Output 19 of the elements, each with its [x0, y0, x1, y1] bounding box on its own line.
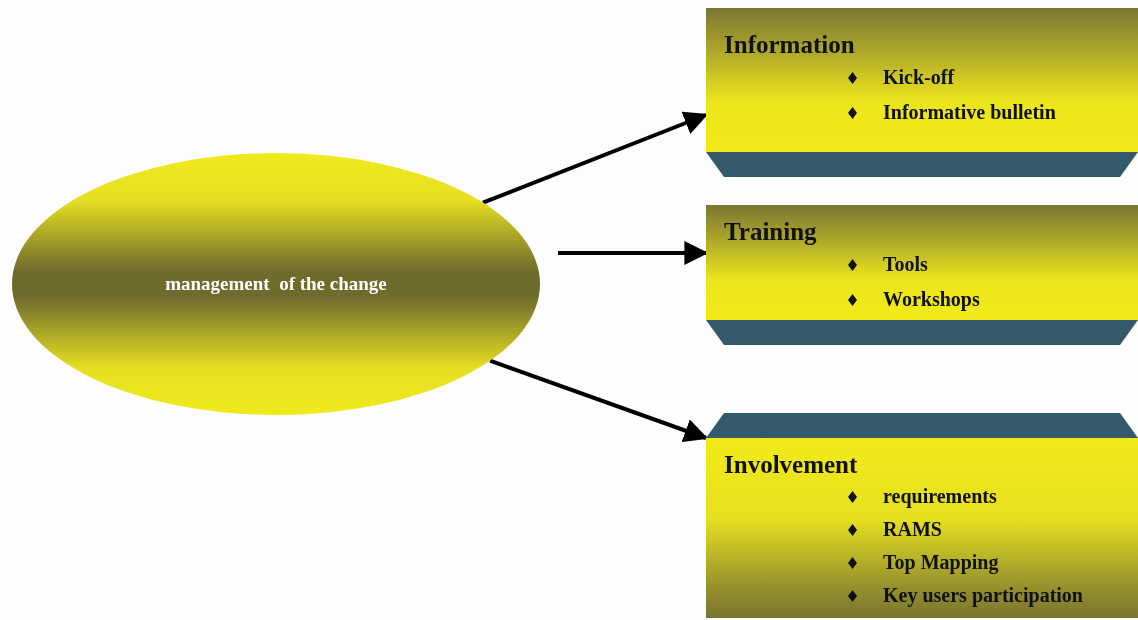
topic-panel: [706, 8, 1138, 152]
bevel-band: [706, 152, 1138, 177]
bullet-item: Informative bulletin: [883, 101, 1056, 124]
node-label: management of the change: [165, 273, 387, 295]
bullet-item: Top Mapping: [883, 551, 999, 574]
bullet-item: requirements: [883, 485, 997, 508]
bullet-item: Kick-off: [883, 66, 955, 89]
panel-heading: Information: [724, 30, 855, 60]
panel-heading: Involvement: [724, 450, 858, 480]
panel-heading: Training: [724, 217, 817, 247]
topic-panel: [706, 438, 1138, 618]
arrow: [489, 358, 709, 442]
bullet-item: Key users participation: [883, 584, 1083, 607]
bevel-band: [706, 320, 1138, 345]
bullet-item: RAMS: [883, 518, 942, 541]
bullet-item: Tools: [883, 253, 928, 276]
bullet-item: Workshops: [883, 288, 980, 311]
topic-panel: [706, 205, 1138, 320]
bevel-band: [706, 413, 1138, 438]
